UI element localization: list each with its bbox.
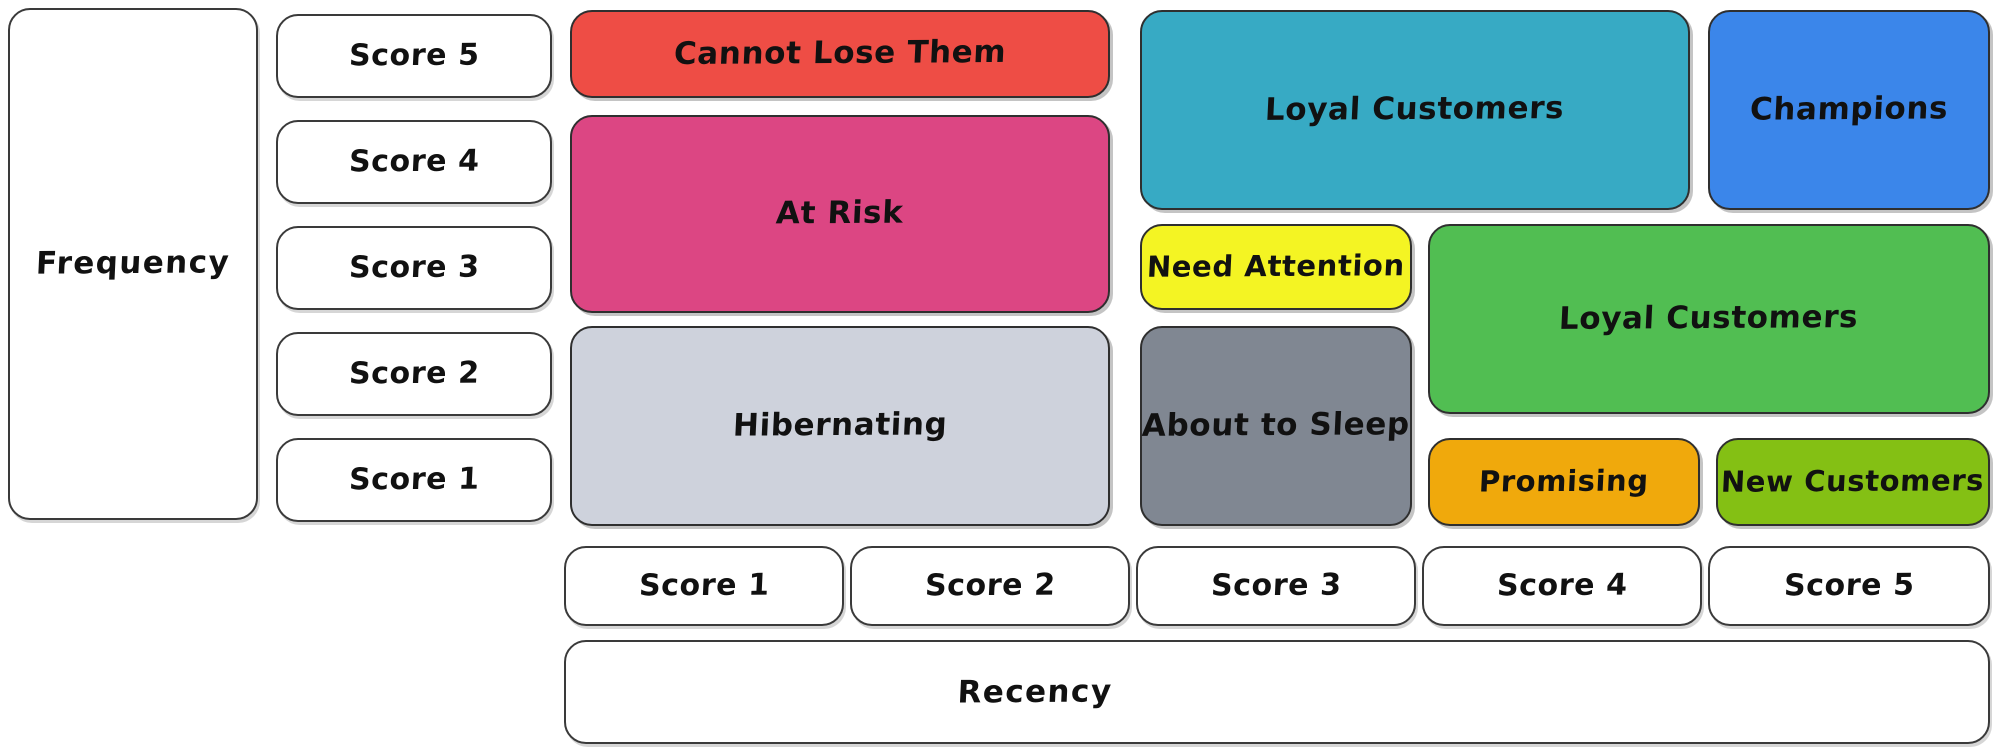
- segment-label-loyal-customers-teal: Loyal Customers: [1264, 90, 1566, 129]
- frequency-tick-score-1[interactable]: Score 1: [276, 438, 552, 522]
- segment-label-at-risk: At Risk: [775, 194, 905, 232]
- recency-tick-label-2: Score 2: [923, 567, 1057, 604]
- segment-at-risk[interactable]: At Risk: [570, 115, 1110, 313]
- segment-about-to-sleep[interactable]: About to Sleep: [1140, 326, 1412, 526]
- segment-label-about-to-sleep: About to Sleep: [1141, 406, 1411, 444]
- segment-label-loyal-customers-green: Loyal Customers: [1558, 299, 1860, 338]
- segment-label-new-customers: New Customers: [1720, 463, 1986, 500]
- recency-tick-label-3: Score 3: [1209, 567, 1343, 604]
- segment-label-cannot-lose-them: Cannot Lose Them: [673, 34, 1008, 73]
- recency-tick-score-1[interactable]: Score 1: [564, 546, 844, 626]
- segment-label-champions: Champions: [1749, 90, 1949, 128]
- segment-need-attention[interactable]: Need Attention: [1140, 224, 1412, 310]
- recency-tick-label-5: Score 5: [1782, 567, 1916, 604]
- frequency-tick-score-3[interactable]: Score 3: [276, 226, 552, 310]
- recency-tick-score-5[interactable]: Score 5: [1708, 546, 1990, 626]
- frequency-tick-score-2[interactable]: Score 2: [276, 332, 552, 416]
- segment-label-promising: Promising: [1478, 463, 1650, 499]
- frequency-tick-label-2: Score 2: [347, 355, 481, 392]
- frequency-axis-label: Frequency: [35, 244, 231, 282]
- frequency-axis-title: Frequency: [8, 8, 258, 520]
- recency-tick-score-4[interactable]: Score 4: [1422, 546, 1702, 626]
- segment-loyal-customers-teal[interactable]: Loyal Customers: [1140, 10, 1690, 210]
- segment-label-need-attention: Need Attention: [1146, 248, 1406, 285]
- segment-loyal-customers-green[interactable]: Loyal Customers: [1428, 224, 1990, 414]
- frequency-tick-score-5[interactable]: Score 5: [276, 14, 552, 98]
- frequency-tick-label-1: Score 1: [347, 461, 481, 498]
- frequency-tick-label-3: Score 3: [347, 249, 481, 286]
- recency-axis-title: Recency: [564, 640, 1990, 744]
- frequency-tick-label-4: Score 4: [347, 143, 481, 180]
- segment-cannot-lose-them[interactable]: Cannot Lose Them: [570, 10, 1110, 98]
- segment-new-customers[interactable]: New Customers: [1716, 438, 1990, 526]
- segment-champions[interactable]: Champions: [1708, 10, 1990, 210]
- recency-tick-label-1: Score 1: [637, 567, 771, 604]
- frequency-tick-score-4[interactable]: Score 4: [276, 120, 552, 204]
- recency-tick-score-2[interactable]: Score 2: [850, 546, 1130, 626]
- recency-tick-score-3[interactable]: Score 3: [1136, 546, 1416, 626]
- segment-promising[interactable]: Promising: [1428, 438, 1700, 526]
- segment-hibernating[interactable]: Hibernating: [570, 326, 1110, 526]
- segment-label-hibernating: Hibernating: [731, 406, 949, 444]
- recency-axis-label: Recency: [957, 673, 1114, 711]
- recency-tick-label-4: Score 4: [1495, 567, 1629, 604]
- frequency-tick-label-5: Score 5: [347, 37, 481, 74]
